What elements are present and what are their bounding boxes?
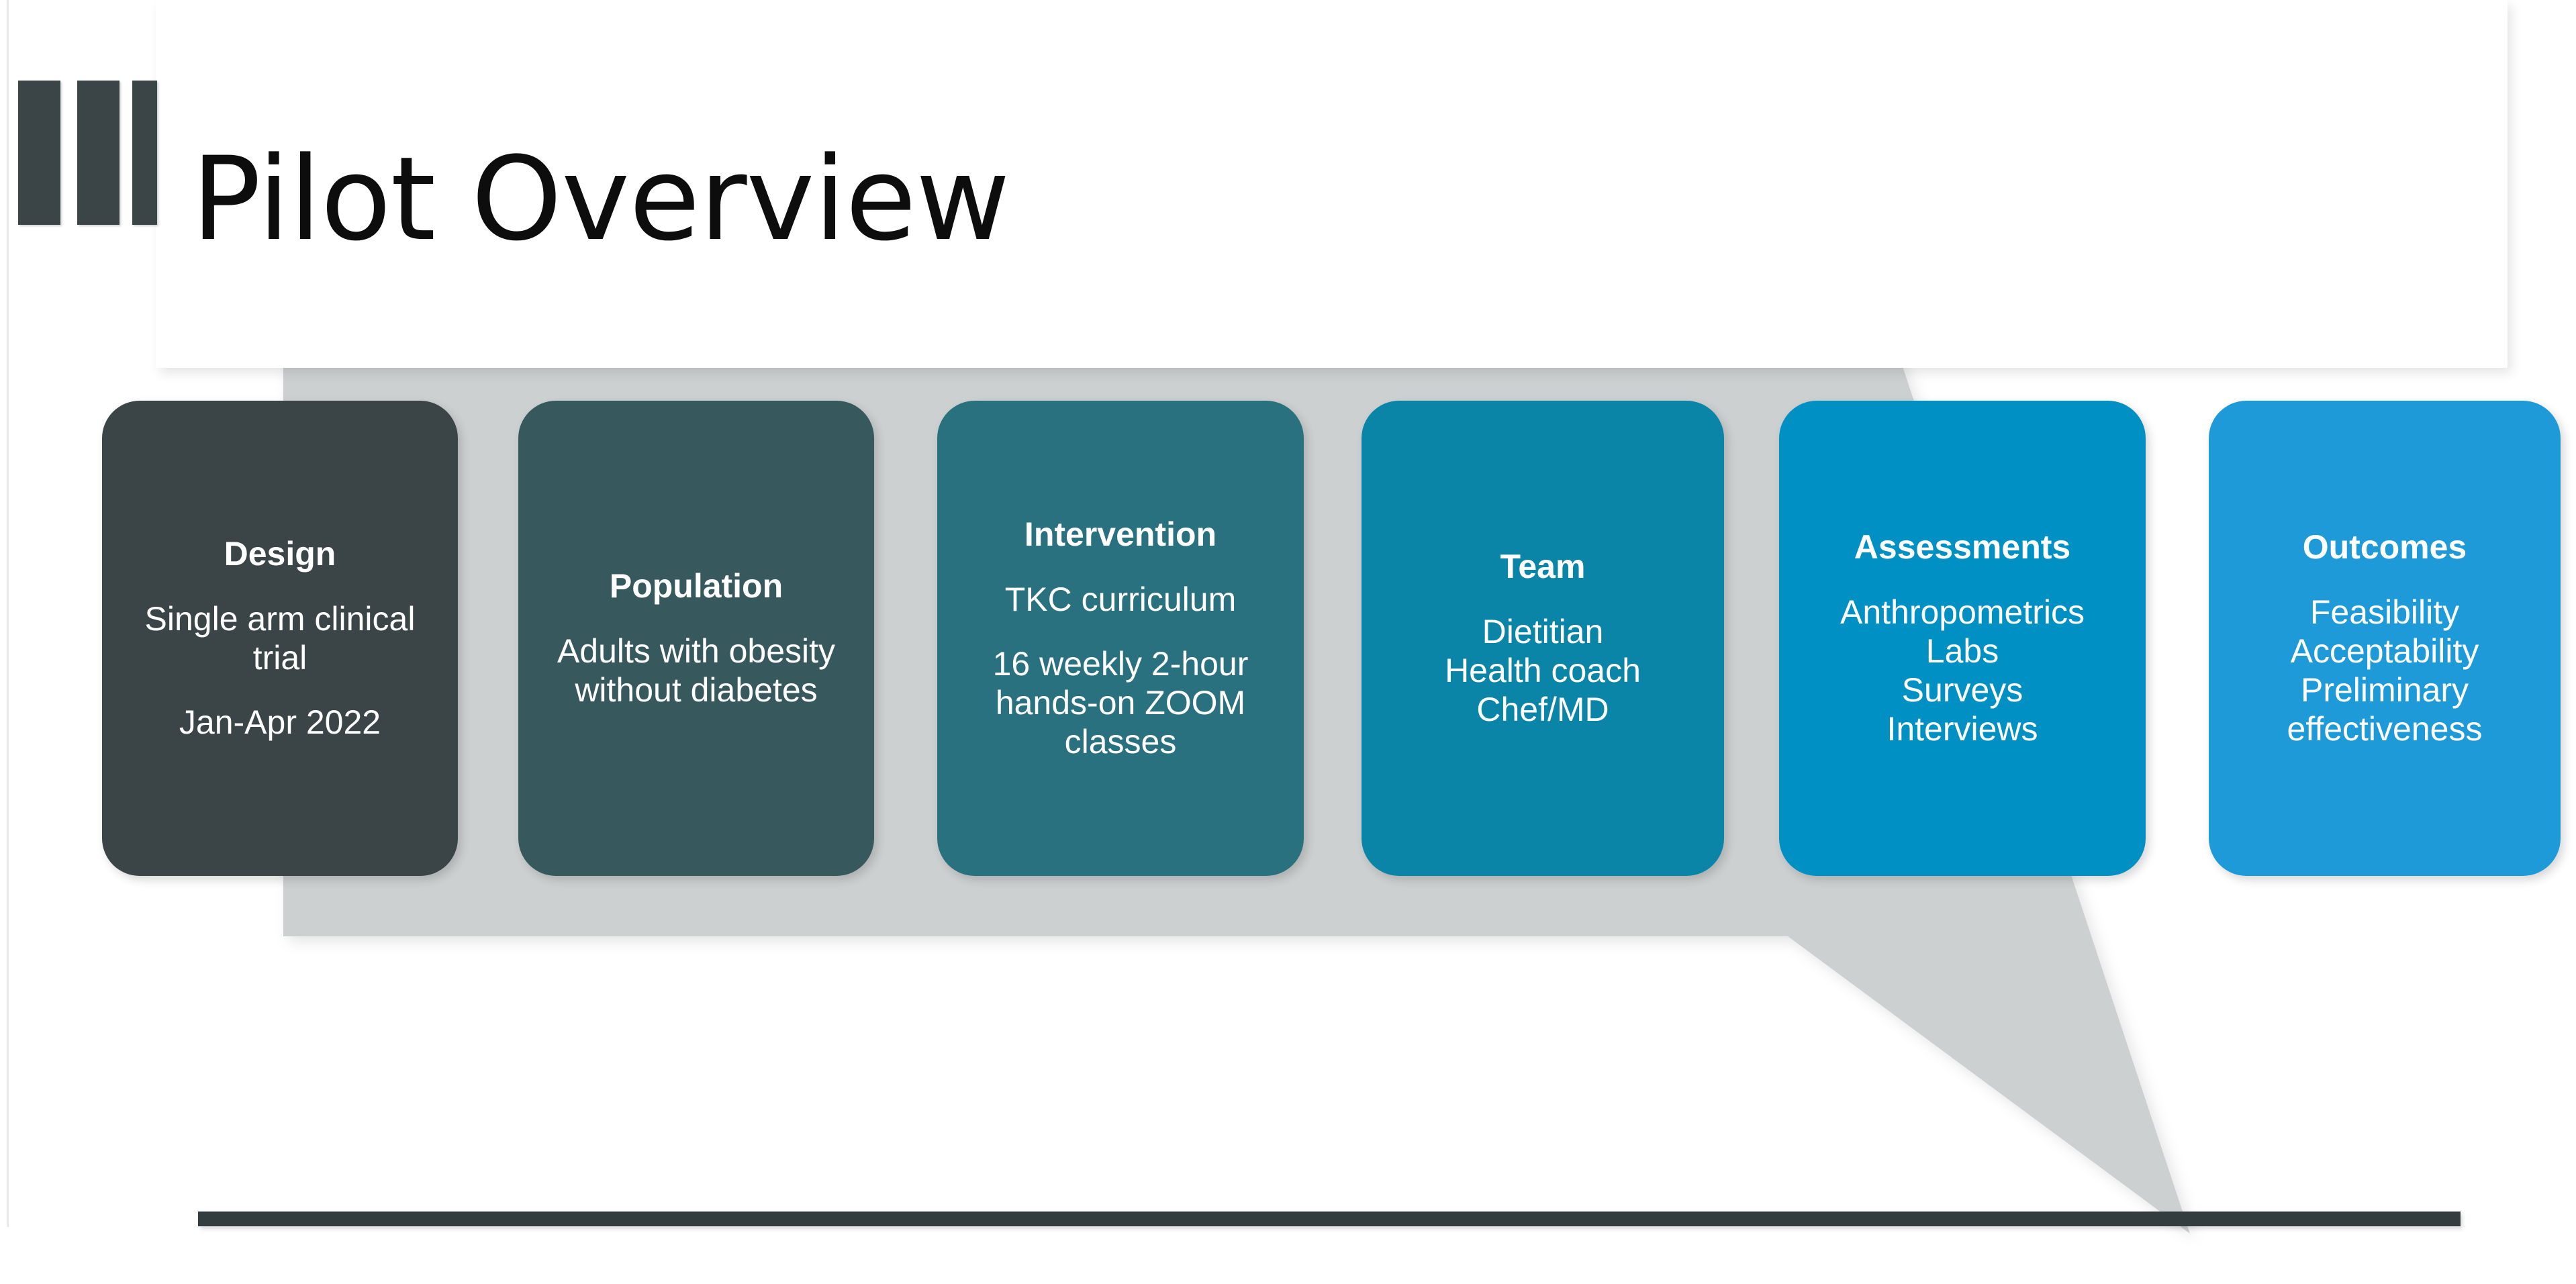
step-line: Chef/MD	[1476, 691, 1609, 728]
step-title: Assessments	[1854, 528, 2071, 566]
footer-rule	[198, 1212, 2461, 1226]
accent-bar-2	[77, 81, 120, 225]
step-body: Single arm clinical trial Jan-Apr 2022	[120, 599, 440, 742]
step-body: TKC curriculum 16 weekly 2-hour hands-on…	[955, 580, 1286, 761]
title-accent-bars	[18, 81, 159, 225]
process-step-intervention[interactable]: Intervention TKC curriculum 16 weekly 2-…	[937, 401, 1304, 876]
accent-bar-3	[132, 81, 157, 225]
step-body: Adults with obesity without diabetes	[536, 632, 857, 709]
process-step-population[interactable]: Population Adults with obesity without d…	[518, 401, 874, 876]
step-line: Health coach	[1445, 652, 1641, 689]
process-step-outcomes[interactable]: Outcomes Feasibility Acceptability Preli…	[2209, 401, 2561, 876]
step-line: Interviews	[1887, 710, 2038, 748]
step-title: Design	[224, 535, 336, 573]
step-body: Feasibility Acceptability Preliminary ef…	[2226, 593, 2543, 748]
step-line: Adults with obesity without diabetes	[557, 632, 836, 709]
page-title: Pilot Overview	[191, 132, 1010, 267]
step-line: Single arm clinical trial	[144, 600, 416, 677]
process-step-assessments[interactable]: Assessments Anthropometrics Labs Surveys…	[1779, 401, 2146, 876]
process-step-team[interactable]: Team Dietitian Health coach Chef/MD	[1362, 401, 1724, 876]
step-line: Dietitian	[1482, 613, 1604, 650]
step-line: Preliminary effectiveness	[2287, 671, 2483, 748]
step-line: Anthropometrics	[1840, 593, 2085, 631]
process-step-design[interactable]: Design Single arm clinical trial Jan-Apr…	[102, 401, 458, 876]
step-line: Surveys	[1901, 671, 2023, 709]
step-line: TKC curriculum	[1004, 581, 1237, 618]
title-card	[156, 0, 2508, 368]
step-line: Acceptability	[2290, 632, 2479, 670]
step-line: 16 weekly 2-hour hands-on ZOOM classes	[992, 645, 1249, 760]
step-line: Feasibility	[2309, 593, 2460, 631]
step-title: Intervention	[1024, 515, 1217, 553]
step-title: Outcomes	[2302, 528, 2467, 566]
step-title: Population	[609, 567, 783, 605]
left-edge-rule	[7, 0, 9, 1227]
step-line: Jan-Apr 2022	[179, 703, 381, 741]
accent-bar-1	[18, 81, 60, 225]
step-title: Team	[1500, 548, 1586, 585]
step-body: Anthropometrics Labs Surveys Interviews	[1840, 593, 2085, 748]
step-line: Labs	[1925, 632, 1999, 670]
step-body: Dietitian Health coach Chef/MD	[1445, 612, 1641, 729]
